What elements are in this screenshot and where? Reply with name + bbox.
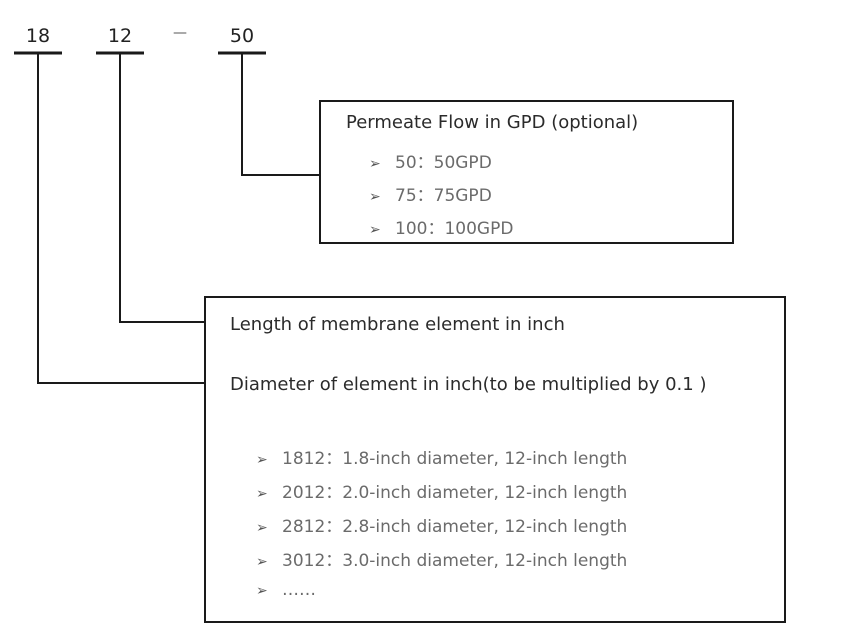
size-box: Length of membrane element in inch Diame… — [204, 296, 786, 623]
size-option-label: 2012：2.0-inch diameter, 12-inch length — [282, 483, 628, 503]
size-option: ➢ …… — [256, 580, 316, 600]
flow-option-label: 100：100GPD — [395, 219, 514, 239]
code-length: 12 — [107, 25, 133, 47]
arrow-bullet-icon: ➢ — [256, 554, 268, 570]
connector-flow — [241, 53, 320, 176]
arrow-bullet-icon: ➢ — [256, 583, 268, 599]
arrow-bullet-icon: ➢ — [256, 520, 268, 536]
arrow-bullet-icon: ➢ — [256, 486, 268, 502]
arrow-bullet-icon: ➢ — [369, 222, 381, 238]
code-diameter: 18 — [25, 25, 51, 47]
flow-option: ➢ 100：100GPD — [369, 214, 513, 239]
size-option: ➢ 3012：3.0-inch diameter, 12-inch length — [256, 546, 627, 571]
arrow-bullet-icon: ➢ — [369, 189, 381, 205]
flow-option: ➢ 50：50GPD — [369, 148, 492, 173]
size-option-label: 1812：1.8-inch diameter, 12-inch length — [282, 449, 628, 469]
size-option: ➢ 2012：2.0-inch diameter, 12-inch length — [256, 478, 627, 503]
arrow-bullet-icon: ➢ — [256, 452, 268, 468]
size-option-label: 3012：3.0-inch diameter, 12-inch length — [282, 551, 628, 571]
flow-option: ➢ 75：75GPD — [369, 181, 492, 206]
size-option: ➢ 1812：1.8-inch diameter, 12-inch length — [256, 444, 627, 469]
flow-box-title: Permeate Flow in GPD (optional) — [346, 112, 639, 133]
flow-option-label: 50：50GPD — [395, 153, 492, 173]
size-option-label: …… — [282, 580, 316, 600]
size-option-label: 2812：2.8-inch diameter, 12-inch length — [282, 517, 628, 537]
code-separator: — — [173, 25, 187, 41]
code-flow: 50 — [229, 25, 255, 47]
size-option: ➢ 2812：2.8-inch diameter, 12-inch length — [256, 512, 627, 537]
diameter-label: Diameter of element in inch(to be multip… — [230, 374, 707, 395]
flow-option-label: 75：75GPD — [395, 186, 492, 206]
connector-length — [119, 53, 205, 323]
length-label: Length of membrane element in inch — [230, 314, 565, 335]
connector-diameter — [37, 53, 205, 384]
flow-box: Permeate Flow in GPD (optional) ➢ 50：50GP… — [319, 100, 734, 244]
arrow-bullet-icon: ➢ — [369, 156, 381, 172]
